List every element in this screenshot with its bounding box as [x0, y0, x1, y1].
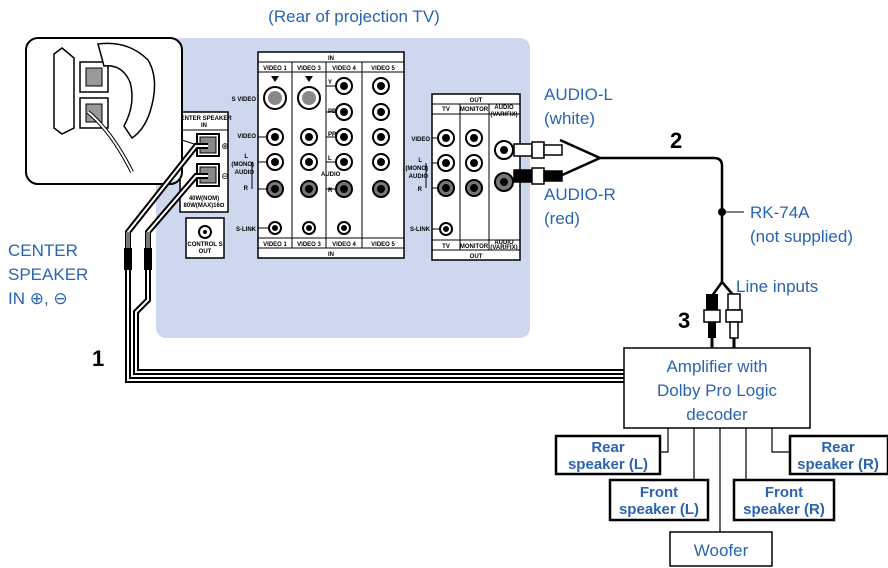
- in-col-video3: VIDEO 3: [297, 66, 321, 72]
- amplifier-line3: decoder: [686, 405, 748, 424]
- out-row-video: VIDEO: [411, 137, 430, 143]
- terminal-minus-sign: ⊖: [221, 171, 229, 181]
- svideo-jack-video1: [263, 76, 287, 110]
- step-3-number: 3: [678, 308, 690, 333]
- rear-of-tv-caption: (Rear of projection TV): [268, 7, 440, 26]
- amplifier-line1: Amplifier with: [666, 357, 767, 376]
- comp-pr-label: PR: [328, 132, 337, 138]
- out-col-monitor-bottom: MONITOR: [460, 244, 489, 250]
- center-speaker-label-line2: SPEAKER: [8, 265, 88, 284]
- in-col-video1-bottom: VIDEO 1: [263, 242, 287, 248]
- rear-right-line1: Rear: [821, 439, 855, 456]
- comp-l-label: L: [328, 156, 332, 162]
- out-col-varfix: (VAR/FIX): [490, 112, 517, 118]
- control-s-label: CONTROL S: [187, 242, 222, 248]
- in-jack-panel: IN VIDEO 1 VIDEO 3 VIDEO 4 VIDEO 5 VIDEO…: [231, 51, 405, 259]
- cable-not-supplied: (not supplied): [750, 227, 853, 246]
- audio-r-label: AUDIO-R: [544, 185, 616, 204]
- center-speaker-cable: [124, 143, 624, 383]
- front-speaker-left: Front speaker (L): [608, 478, 710, 522]
- terminal-inset-illustration: [25, 37, 183, 185]
- in-row-video: VIDEO: [237, 134, 256, 140]
- out-col-audio-bottom: AUDIO: [494, 240, 514, 246]
- in-row-leaders: [251, 85, 336, 229]
- rear-speaker-right: Rear speaker (R): [788, 434, 888, 476]
- out-rca-jacks: [437, 129, 514, 236]
- in-rca-jacks: [266, 77, 390, 235]
- out-col-monitor: MONITOR: [460, 107, 489, 113]
- audio-plug-white: [513, 141, 563, 159]
- control-s-out-label: OUT: [199, 249, 212, 255]
- in-row-svideo: S VIDEO: [232, 97, 257, 103]
- center-speaker-label-line3: IN ⊕, ⊖: [8, 289, 68, 308]
- out-col-audio: AUDIO: [494, 105, 514, 111]
- woofer: Woofer: [669, 531, 773, 567]
- rear-left-line1: Rear: [591, 439, 625, 456]
- out-row-leaders: [425, 137, 440, 230]
- control-s-out-jack: CONTROL S OUT: [185, 217, 225, 259]
- front-left-line1: Front: [640, 484, 678, 501]
- rear-speaker-left: Rear speaker (L): [554, 434, 662, 476]
- front-right-line1: Front: [765, 484, 803, 501]
- out-row-mono: (MONO): [405, 166, 428, 172]
- center-terminal-title: CENTER SPEAKER: [176, 116, 232, 122]
- out-row-slink: S-LINK: [410, 227, 431, 233]
- in-panel-title-bottom: IN: [328, 252, 334, 258]
- audio-r-color: (red): [544, 209, 580, 228]
- in-col-video5-bottom: VIDEO 5: [371, 242, 395, 248]
- in-col-video3-bottom: VIDEO 3: [297, 242, 321, 248]
- front-right-line2: speaker (R): [743, 501, 825, 518]
- in-col-video1: VIDEO 1: [263, 66, 287, 72]
- svideo-jack-video3: [297, 76, 321, 110]
- terminal-plus-sign: ⊕: [221, 141, 229, 151]
- in-col-video4: VIDEO 4: [332, 66, 356, 72]
- line-input-plugs: [703, 293, 743, 350]
- in-row-audio: AUDIO: [235, 170, 255, 176]
- in-col-video5: VIDEO 5: [371, 66, 395, 72]
- woofer-label: Woofer: [694, 541, 749, 560]
- in-col-video4-bottom: VIDEO 4: [332, 242, 356, 248]
- cable-model-label: RK-74A: [750, 203, 810, 222]
- in-row-r: R: [244, 186, 249, 192]
- center-speaker-label-line1: CENTER: [8, 241, 78, 260]
- in-panel-title: IN: [328, 56, 334, 62]
- out-panel-title: OUT: [470, 98, 483, 104]
- rear-left-line2: speaker (L): [568, 456, 648, 473]
- out-row-audio: AUDIO: [409, 174, 429, 180]
- audio-plug-red: [513, 167, 563, 185]
- in-row-slink: S-LINK: [236, 227, 257, 233]
- out-row-l: L: [418, 158, 422, 164]
- out-col-tv: TV: [442, 107, 450, 113]
- terminal-rating-nom: 40W(NOM): [189, 196, 219, 202]
- terminal-rating-max: 80W(MAX)16Ω: [184, 203, 225, 209]
- out-jack-panel: OUT TV MONITOR AUDIO (VAR/FIX) TV MONITO…: [405, 93, 521, 261]
- front-speaker-right: Front speaker (R): [732, 478, 836, 522]
- in-row-l: L: [244, 154, 248, 160]
- comp-y-label: Y: [328, 80, 332, 86]
- audio-cable-rk74a: [559, 138, 744, 297]
- step-2-number: 2: [670, 128, 682, 153]
- line-inputs-label: Line inputs: [736, 277, 818, 296]
- speaker-wires: [660, 428, 790, 532]
- front-left-line2: speaker (L): [619, 501, 699, 518]
- audio-l-label: AUDIO-L: [544, 85, 613, 104]
- in-row-mono: (MONO): [231, 162, 254, 168]
- out-row-r: R: [418, 187, 423, 193]
- comp-r-label: R: [328, 188, 333, 194]
- out-col-varfix-bottom: (VAR/FIX): [490, 245, 517, 251]
- amplifier-line2: Dolby Pro Logic: [657, 381, 778, 400]
- amplifier-box: Amplifier with Dolby Pro Logic decoder: [623, 347, 811, 429]
- center-terminal-in: IN: [201, 123, 207, 129]
- comp-audio-label: AUDIO: [321, 172, 341, 178]
- rear-right-line2: speaker (R): [797, 456, 879, 473]
- out-col-tv-bottom: TV: [442, 244, 450, 250]
- out-panel-title-bottom: OUT: [470, 254, 483, 260]
- audio-l-color: (white): [544, 109, 595, 128]
- step-1-number: 1: [92, 346, 104, 371]
